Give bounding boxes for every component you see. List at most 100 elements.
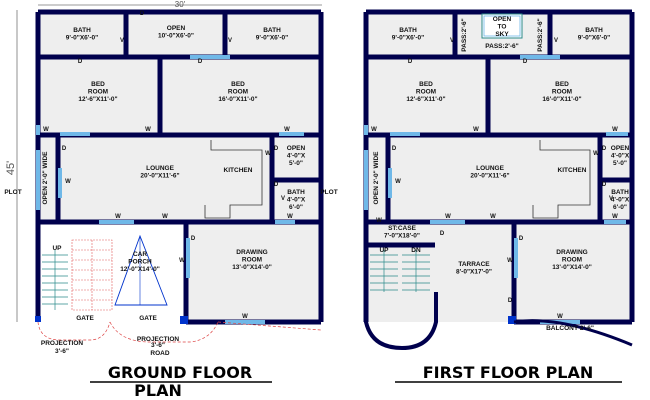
balcony-label: BALCONY 2'-6" [546, 325, 594, 332]
svg-text:W: W [395, 179, 401, 185]
projection-outline-2 [109, 321, 219, 343]
svg-text:W: W [65, 179, 71, 185]
svg-text:W: W [179, 258, 185, 264]
svg-text:V: V [450, 38, 454, 44]
svg-text:D: D [523, 59, 528, 65]
svg-text:W: W [145, 127, 151, 133]
svg-text:D: D [191, 236, 196, 242]
projection-label-1: PROJECTION [41, 340, 84, 347]
ground-floor-title: GROUND FLOOR [108, 363, 252, 382]
bay-window [364, 292, 438, 351]
svg-text:W: W [43, 127, 49, 133]
svg-text:D: D [602, 182, 607, 188]
svg-text:D: D [274, 182, 279, 188]
svg-text:D: D [602, 146, 607, 152]
svg-text:D: D [62, 146, 67, 152]
svg-text:W: W [557, 314, 563, 320]
open-to-sky-inner [483, 15, 521, 37]
ground-floor-plan: 30' 45' [4, 0, 337, 400]
projection-size-1: 3'-6" [55, 348, 69, 355]
svg-text:W: W [445, 214, 451, 220]
svg-text:D: D [274, 146, 279, 152]
first-stairs [370, 250, 430, 292]
pass-label-top: PASS:2'-6" [485, 43, 518, 50]
porch-hatch [71, 239, 113, 311]
svg-text:D: D [198, 59, 203, 65]
svg-text:V: V [281, 196, 285, 202]
svg-text:V: V [228, 38, 232, 44]
svg-text:V: V [554, 38, 558, 44]
svg-text:W: W [287, 214, 293, 220]
svg-text:W: W [593, 151, 599, 157]
stairs-dn-label: DN [411, 247, 421, 254]
svg-text:W: W [490, 214, 496, 220]
ground-walls [35, 9, 324, 325]
plot-label-right: PLOT [320, 189, 337, 196]
svg-text:W: W [265, 151, 271, 157]
projection-label-2: PROJECTION [137, 336, 180, 343]
plot-label-left: PLOT [4, 189, 21, 196]
svg-text:D: D [140, 11, 145, 17]
stairs-up-label-first: UP [379, 247, 389, 254]
dim-height-label: 45' [5, 161, 17, 175]
ground-stairs [42, 250, 68, 310]
projection-edge [217, 321, 322, 331]
room-label-f-kitchen: KITCHEN [558, 167, 587, 174]
svg-text:W: W [376, 218, 382, 224]
svg-text:D: D [78, 59, 83, 65]
ground-floor-title-line2: PLAN [134, 381, 182, 400]
svg-text:W: W [473, 127, 479, 133]
svg-text:W: W [612, 127, 618, 133]
svg-text:V: V [609, 196, 613, 202]
svg-text:V: V [120, 38, 124, 44]
svg-text:W: W [371, 127, 377, 133]
column-marker [180, 316, 188, 324]
gate-label-1: GATE [76, 315, 94, 322]
svg-text:W: W [612, 214, 618, 220]
svg-text:D: D [508, 298, 513, 304]
svg-text:W: W [284, 127, 290, 133]
road-label: ROAD [150, 350, 169, 357]
dim-width-label: 30' [175, 0, 186, 9]
kitchen-counter-first [532, 140, 591, 219]
open-wide-label-first: OPEN 2'-0" WIDE [373, 151, 380, 205]
column-marker-first [508, 316, 516, 324]
ground-windows [36, 55, 304, 324]
svg-text:W: W [507, 258, 513, 264]
pass-label-right: PASS:2'-6" [537, 18, 544, 51]
open-wide-label: OPEN 2'-0" WIDE [42, 151, 49, 205]
svg-text:W: W [242, 314, 248, 320]
room-label-g-kitchen: KITCHEN [224, 167, 253, 174]
svg-text:D: D [519, 236, 524, 242]
svg-text:D: D [408, 59, 413, 65]
svg-text:D: D [392, 146, 397, 152]
stairs-up-label: UP [52, 245, 62, 252]
first-floor-title: FIRST FLOOR PLAN [423, 363, 594, 382]
column-marker [35, 316, 41, 322]
balcony-edge [513, 319, 633, 347]
kitchen-counter [204, 140, 263, 219]
